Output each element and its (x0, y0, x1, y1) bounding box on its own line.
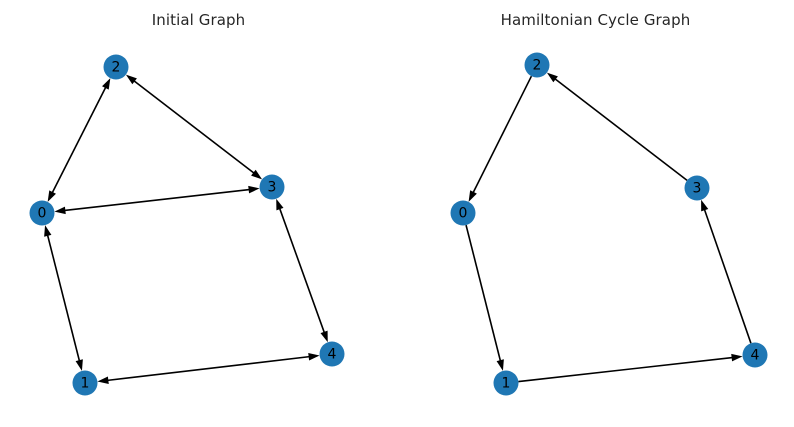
arrowhead-to-2 (546, 72, 558, 83)
graph-node-1[interactable]: 1 (72, 370, 98, 396)
arrowhead-to-2 (102, 78, 111, 90)
edge-1-4 (518, 353, 743, 383)
graph-node-0[interactable]: 0 (450, 200, 476, 226)
edge-0-2 (47, 78, 111, 202)
node-label-0: 0 (459, 206, 468, 222)
arrowhead-to-3 (251, 169, 263, 180)
node-circle-1[interactable] (493, 370, 519, 396)
arrowhead-to-1 (496, 359, 504, 371)
graph-node-4[interactable]: 4 (319, 341, 345, 367)
node-label-1: 1 (81, 376, 90, 392)
node-circle-0[interactable] (29, 200, 55, 226)
graph-hamiltonian-cycle-graph: 0 1 2 3 4 (450, 52, 768, 396)
node-label-3: 3 (268, 180, 277, 196)
graph-node-3[interactable]: 3 (684, 175, 710, 201)
edge-0-3 (54, 185, 260, 215)
arrowhead-to-3 (701, 199, 709, 212)
edge-line (518, 356, 735, 383)
node-circle-3[interactable] (259, 174, 285, 200)
edge-line (131, 78, 257, 176)
graph-node-2[interactable]: 2 (524, 52, 550, 78)
edge-line (62, 188, 252, 212)
node-circle-4[interactable] (742, 342, 768, 368)
node-label-2: 2 (112, 60, 121, 76)
edge-1-4 (97, 353, 320, 384)
node-label-2: 2 (533, 58, 542, 74)
panel-title-hamiltonian-cycle-graph: Hamiltonian Cycle Graph (500, 11, 691, 29)
node-label-4: 4 (751, 348, 760, 364)
graph-node-3[interactable]: 3 (259, 174, 285, 200)
node-circle-1[interactable] (72, 370, 98, 396)
graph-node-4[interactable]: 4 (742, 342, 768, 368)
arrowhead-to-1 (97, 376, 109, 384)
node-circle-2[interactable] (103, 54, 129, 80)
graph-node-1[interactable]: 1 (493, 370, 519, 396)
arrowhead-to-0 (468, 190, 477, 202)
edge-2-0 (468, 75, 533, 202)
graph-initial-graph: 0 1 2 3 4 (29, 54, 345, 396)
arrowhead-to-4 (308, 353, 320, 361)
edge-3-4 (276, 198, 328, 343)
edge-4-3 (701, 199, 752, 344)
arrowhead-to-0 (44, 225, 52, 237)
arrowhead-to-3 (248, 185, 260, 194)
node-label-3: 3 (693, 181, 702, 197)
node-circle-3[interactable] (684, 175, 710, 201)
node-label-4: 4 (328, 347, 337, 363)
edge-0-1 (44, 225, 83, 371)
node-circle-4[interactable] (319, 341, 345, 367)
arrowhead-to-1 (75, 359, 83, 371)
graph-node-2[interactable]: 2 (103, 54, 129, 80)
arrowhead-to-2 (125, 74, 137, 85)
edge-line (471, 75, 533, 196)
edge-2-3 (125, 74, 263, 180)
edge-line (465, 224, 502, 364)
edge-line (702, 207, 752, 344)
edge-line (46, 232, 81, 364)
edge-line (50, 84, 108, 196)
arrowhead-to-0 (47, 190, 56, 202)
edge-3-2 (546, 72, 688, 182)
panel-title-initial-graph: Initial Graph (151, 11, 246, 29)
node-label-1: 1 (502, 376, 511, 392)
node-circle-0[interactable] (450, 200, 476, 226)
node-circle-2[interactable] (524, 52, 550, 78)
edge-line (552, 76, 688, 182)
panel-hamiltonian-cycle-graph: Hamiltonian Cycle Graph 0 1 2 3 4 (397, 0, 794, 427)
arrowhead-to-0 (54, 206, 66, 215)
node-label-0: 0 (38, 206, 47, 222)
edge-0-1 (465, 224, 504, 371)
arrowhead-to-3 (276, 198, 284, 211)
edge-line (278, 206, 326, 335)
graph-node-0[interactable]: 0 (29, 200, 55, 226)
edge-line (105, 355, 312, 382)
arrowhead-to-4 (731, 353, 743, 362)
panel-initial-graph: Initial Graph 0 1 2 3 4 (29, 11, 345, 396)
arrowhead-to-4 (320, 330, 328, 343)
